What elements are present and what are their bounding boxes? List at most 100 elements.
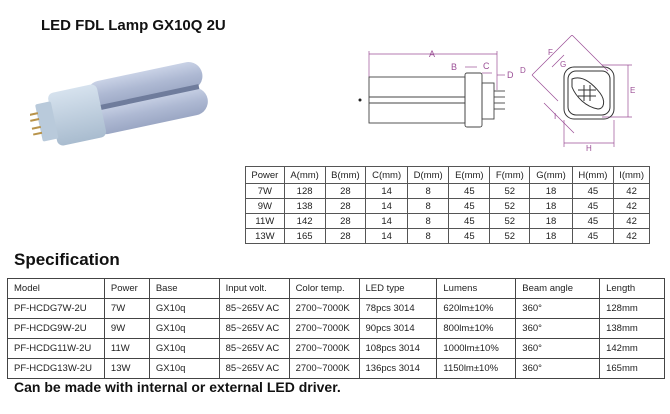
- table-row: 13W 165 28 14 8 45 52 18 45 42: [245, 228, 650, 244]
- table-cell: 28: [324, 213, 367, 229]
- table-cell: 108pcs 3014: [358, 338, 438, 359]
- table-cell: GX10q: [148, 338, 220, 359]
- table-cell: 7W: [103, 298, 150, 319]
- table-cell: 45: [571, 228, 615, 244]
- table-row: 9W 138 28 14 8 45 52 18 45 42: [245, 198, 650, 214]
- header-cell: Color temp.: [288, 278, 360, 299]
- table-cell: 165mm: [599, 358, 665, 379]
- table-row: PF-HCDG11W-2U 11W GX10q 85~265V AC 2700~…: [7, 338, 665, 359]
- svg-text:I: I: [554, 112, 556, 121]
- table-cell: 45: [448, 213, 491, 229]
- table-cell: 45: [448, 198, 491, 214]
- table-cell: 360°: [515, 338, 601, 359]
- header-cell: Power: [245, 166, 285, 184]
- header-cell: I(mm): [613, 166, 650, 184]
- header-cell: A(mm): [283, 166, 326, 184]
- side-dimension-drawing: A B C D: [358, 49, 514, 128]
- table-cell: PF-HCDG13W-2U: [7, 358, 105, 379]
- table-cell: 45: [571, 213, 615, 229]
- table-cell: 9W: [245, 198, 285, 214]
- table-cell: 42: [613, 198, 650, 214]
- table-cell: 14: [365, 213, 408, 229]
- header-cell: LED type: [358, 278, 438, 299]
- header-cell: F(mm): [489, 166, 531, 184]
- table-cell: 2700~7000K: [288, 338, 360, 359]
- table-cell: 620lm±10%: [436, 298, 517, 319]
- table-row: PF-HCDG9W-2U 9W GX10q 85~265V AC 2700~70…: [7, 318, 665, 339]
- svg-text:E: E: [630, 86, 635, 95]
- table-cell: 128: [283, 183, 326, 199]
- table-cell: 42: [613, 213, 650, 229]
- table-cell: 2700~7000K: [288, 358, 360, 379]
- table-cell: 13W: [103, 358, 150, 379]
- table-cell: 9W: [103, 318, 150, 339]
- table-cell: 52: [489, 213, 531, 229]
- svg-text:F: F: [548, 48, 553, 57]
- table-cell: 2700~7000K: [288, 298, 360, 319]
- table-cell: 14: [365, 198, 408, 214]
- table-cell: 28: [324, 198, 367, 214]
- table-cell: 85~265V AC: [218, 338, 290, 359]
- table-cell: 11W: [245, 213, 285, 229]
- table-cell: 18: [529, 228, 573, 244]
- table-cell: 8: [406, 198, 450, 214]
- table-cell: 360°: [515, 358, 601, 379]
- table-header-row: Power A(mm) B(mm) C(mm) D(mm) E(mm) F(mm…: [245, 166, 650, 184]
- header-cell: C(mm): [365, 166, 408, 184]
- header-cell: D(mm): [406, 166, 450, 184]
- header-cell: Model: [7, 278, 105, 299]
- header-cell: Base: [148, 278, 220, 299]
- table-cell: 800lm±10%: [436, 318, 517, 339]
- table-cell: 45: [571, 183, 615, 199]
- table-cell: 42: [613, 183, 650, 199]
- table-cell: 42: [613, 228, 650, 244]
- svg-text:B: B: [451, 62, 457, 72]
- specification-table: Model Power Base Input volt. Color temp.…: [7, 278, 665, 379]
- table-cell: 45: [571, 198, 615, 214]
- table-cell: 45: [448, 228, 491, 244]
- table-cell: 78pcs 3014: [358, 298, 438, 319]
- table-cell: 18: [529, 213, 573, 229]
- table-cell: 28: [324, 228, 367, 244]
- table-cell: 52: [489, 198, 531, 214]
- table-cell: 2700~7000K: [288, 318, 360, 339]
- table-cell: 1150lm±10%: [436, 358, 517, 379]
- table-cell: 90pcs 3014: [358, 318, 438, 339]
- svg-text:D: D: [520, 66, 526, 75]
- table-cell: 14: [365, 228, 408, 244]
- table-cell: 360°: [515, 318, 601, 339]
- table-row: 7W 128 28 14 8 45 52 18 45 42: [245, 183, 650, 199]
- table-cell: 52: [489, 183, 531, 199]
- table-cell: 360°: [515, 298, 601, 319]
- table-cell: 8: [406, 228, 450, 244]
- dimensions-table: Power A(mm) B(mm) C(mm) D(mm) E(mm) F(mm…: [245, 166, 650, 244]
- svg-text:C: C: [483, 61, 490, 71]
- table-row: 11W 142 28 14 8 45 52 18 45 42: [245, 213, 650, 229]
- svg-text:D: D: [507, 70, 514, 80]
- header-cell: Input volt.: [218, 278, 290, 299]
- table-cell: 18: [529, 183, 573, 199]
- table-cell: 8: [406, 183, 450, 199]
- table-cell: 136pcs 3014: [358, 358, 438, 379]
- lamp-photo: [30, 62, 208, 146]
- table-cell: PF-HCDG11W-2U: [7, 338, 105, 359]
- table-cell: 14: [365, 183, 408, 199]
- table-cell: 7W: [245, 183, 285, 199]
- table-cell: 165: [283, 228, 326, 244]
- table-cell: 45: [448, 183, 491, 199]
- table-cell: PF-HCDG7W-2U: [7, 298, 105, 319]
- table-cell: 52: [489, 228, 531, 244]
- table-cell: GX10q: [148, 358, 220, 379]
- header-cell: Lumens: [436, 278, 517, 299]
- driver-footnote: Can be made with internal or external LE…: [14, 379, 341, 395]
- table-cell: 11W: [103, 338, 150, 359]
- table-cell: GX10q: [148, 298, 220, 319]
- table-row: PF-HCDG7W-2U 7W GX10q 85~265V AC 2700~70…: [7, 298, 665, 319]
- svg-text:H: H: [586, 144, 592, 153]
- page-title: LED FDL Lamp GX10Q 2U: [41, 17, 226, 34]
- svg-text:G: G: [560, 60, 566, 69]
- table-cell: 142: [283, 213, 326, 229]
- table-cell: PF-HCDG9W-2U: [7, 318, 105, 339]
- header-cell: Power: [103, 278, 150, 299]
- table-cell: 138mm: [599, 318, 665, 339]
